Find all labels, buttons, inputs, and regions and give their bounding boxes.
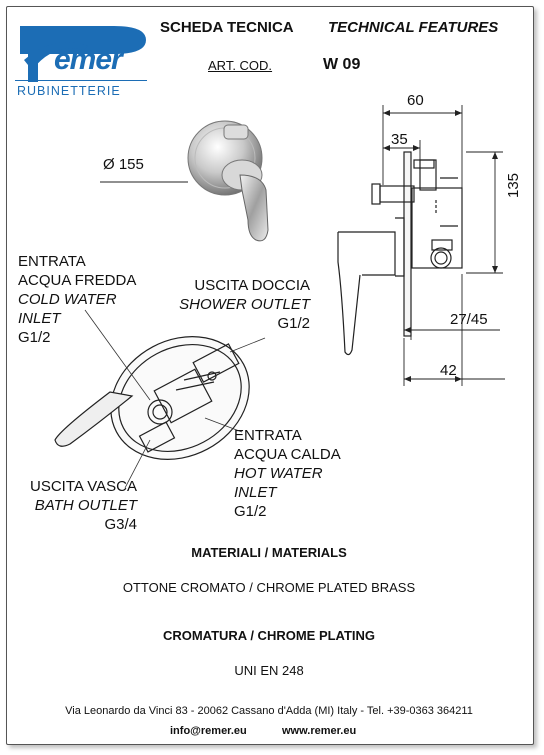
- hot-label-size: G1/2: [234, 503, 267, 520]
- logo-wordmark: emer: [54, 43, 123, 76]
- hot-label-en1: HOT WATER: [234, 465, 323, 482]
- bath-label-en: BATH OUTLET: [34, 497, 137, 514]
- dim-60: 60: [407, 92, 424, 109]
- footer-address: Via Leonardo da Vinci 83 - 20062 Cassano…: [65, 705, 473, 717]
- dim-135: 135: [505, 172, 522, 198]
- dim-27-45: 27/45: [450, 311, 488, 328]
- cold-inlet-label: ENTRATA ACQUA FREDDA COLD WATER INLET G1…: [18, 252, 136, 347]
- hot-label-it1: ENTRATA: [234, 427, 302, 444]
- dimension-arrows: [383, 110, 498, 382]
- diameter-label: Ø 155: [103, 156, 144, 173]
- bath-label-size: G3/4: [104, 516, 137, 533]
- plating-title: CROMATURA / CHROME PLATING: [162, 628, 376, 643]
- plating-value: UNI EN 248: [234, 663, 304, 678]
- cold-label-it1: ENTRATA: [18, 253, 86, 270]
- materials-title: MATERIALI / MATERIALS: [191, 545, 347, 560]
- logo-rule: [15, 80, 147, 81]
- cold-label-size: G1/2: [18, 329, 51, 346]
- art-cod-label: ART. COD.: [208, 58, 273, 73]
- hot-label-it2: ACQUA CALDA: [234, 446, 341, 463]
- title-scheda: SCHEDA TECNICA: [160, 19, 294, 36]
- footer-website[interactable]: www.remer.eu: [282, 725, 357, 737]
- hot-label-en2: INLET: [234, 484, 277, 501]
- hot-inlet-label: ENTRATA ACQUA CALDA HOT WATER INLET G1/2: [234, 426, 341, 521]
- title-technical: TECHNICAL FEATURES: [328, 19, 499, 36]
- logo-subtitle: RUBINETTERIE: [17, 84, 121, 98]
- remer-logo-mark: [20, 26, 146, 82]
- technical-drawing: [54, 105, 505, 489]
- body-drawing: [54, 336, 250, 460]
- dim-42: 42: [440, 362, 457, 379]
- materials-value: OTTONE CROMATO / CHROME PLATED BRASS: [122, 580, 416, 595]
- cold-label-en2: INLET: [18, 310, 61, 327]
- cold-label-it2: ACQUA FREDDA: [18, 272, 137, 289]
- bath-outlet-label: USCITA VASCA BATH OUTLET G3/4: [14, 477, 137, 534]
- bath-label-it: USCITA VASCA: [30, 478, 137, 495]
- cold-label-en1: COLD WATER: [18, 291, 117, 308]
- document-frame: [6, 6, 534, 745]
- dimension-lines: [382, 105, 505, 386]
- shower-label-size: G1/2: [277, 315, 310, 332]
- dim-35: 35: [391, 131, 408, 148]
- side-view: [337, 151, 463, 356]
- leader-lines: [84, 309, 266, 489]
- footer-email[interactable]: info@remer.eu: [170, 725, 247, 737]
- shower-label-it: USCITA DOCCIA: [194, 277, 310, 294]
- product-photo: [187, 120, 269, 242]
- shower-label-en: SHOWER OUTLET: [179, 296, 310, 313]
- article-code: W 09: [323, 56, 361, 73]
- shower-outlet-label: USCITA DOCCIA SHOWER OUTLET G1/2: [167, 276, 310, 333]
